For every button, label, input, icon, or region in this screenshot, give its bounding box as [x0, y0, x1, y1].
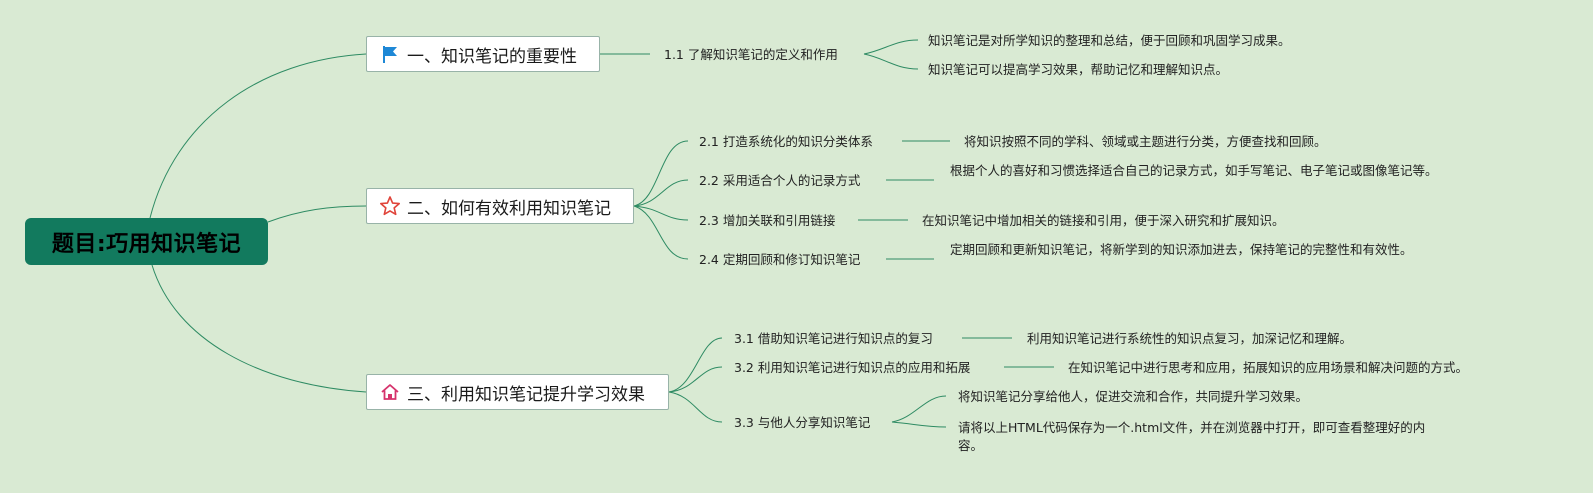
- branch-topic-3-label: 三、利用知识笔记提升学习效果: [407, 384, 645, 405]
- connector-b3-sub1: [668, 337, 723, 393]
- connector-s11-d2: [863, 53, 919, 70]
- connector-root-branch-1: [149, 53, 367, 219]
- subtopic-1-1[interactable]: 1.1 了解知识笔记的定义和作用: [664, 47, 838, 62]
- detail-3-3-a: 将知识笔记分享给他人，促进交流和合作，共同提升学习效果。: [958, 389, 1309, 404]
- connector-b2-sub4: [633, 205, 689, 260]
- connector-root-branch-2: [267, 205, 367, 223]
- subtopic-2-3[interactable]: 2.3 增加关联和引用链接: [699, 213, 836, 228]
- connector-b3-sub3: [668, 391, 723, 423]
- flag-icon: [379, 43, 401, 65]
- detail-3-2: 在知识笔记中进行思考和应用，拓展知识的应用场景和解决问题的方式。: [1068, 360, 1469, 375]
- connector-b3-sub2: [668, 366, 723, 393]
- detail-1-1-b: 知识笔记可以提高学习效果，帮助记忆和理解知识点。: [928, 62, 1229, 77]
- connector-s11-d1: [863, 39, 919, 55]
- branch-topic-2-label: 二、如何有效利用知识笔记: [407, 198, 611, 219]
- connector-s33-d2: [891, 421, 947, 428]
- root-topic-label: 题目:巧用知识笔记: [51, 231, 242, 257]
- subtopic-2-2[interactable]: 2.2 采用适合个人的记录方式: [699, 173, 861, 188]
- connector-s33-d1: [891, 395, 947, 423]
- detail-1-1-a: 知识笔记是对所学知识的整理和总结，便于回顾和巩固学习成果。: [928, 33, 1291, 48]
- star-icon: [379, 195, 401, 217]
- connector-b2-sub2: [633, 179, 689, 207]
- detail-3-1: 利用知识笔记进行系统性的知识点复习，加深记忆和理解。: [1027, 331, 1353, 346]
- connector-b2-sub3: [633, 205, 689, 221]
- detail-2-3: 在知识笔记中增加相关的链接和引用，便于深入研究和扩展知识。: [922, 213, 1285, 228]
- detail-2-4: 定期回顾和更新知识笔记，将新学到的知识添加进去，保持笔记的完整性和有效性。: [950, 242, 1413, 257]
- root-topic[interactable]: 题目:巧用知识笔记: [25, 218, 268, 265]
- detail-2-2: 根据个人的喜好和习惯选择适合自己的记录方式，如手写笔记、电子笔记或图像笔记等。: [950, 163, 1438, 178]
- subtopic-3-2[interactable]: 3.2 利用知识笔记进行知识点的应用和拓展: [734, 360, 971, 375]
- subtopic-3-3[interactable]: 3.3 与他人分享知识笔记: [734, 415, 871, 430]
- connector-b2-sub1: [633, 140, 689, 207]
- connector-root-branch-3: [151, 264, 367, 393]
- branch-topic-1-label: 一、知识笔记的重要性: [407, 46, 577, 67]
- branch-topic-2[interactable]: 二、如何有效利用知识笔记: [366, 188, 634, 224]
- subtopic-3-1[interactable]: 3.1 借助知识笔记进行知识点的复习: [734, 331, 933, 346]
- branch-topic-3[interactable]: 三、利用知识笔记提升学习效果: [366, 374, 669, 410]
- detail-3-3-b: 请将以上HTML代码保存为一个.html文件，并在浏览器中打开，即可查看整理好的…: [958, 420, 1426, 453]
- detail-2-1: 将知识按照不同的学科、领域或主题进行分类，方便查找和回顾。: [964, 134, 1327, 149]
- subtopic-2-4[interactable]: 2.4 定期回顾和修订知识笔记: [699, 252, 861, 267]
- subtopic-2-1[interactable]: 2.1 打造系统化的知识分类体系: [699, 134, 873, 149]
- home-icon: [379, 381, 401, 403]
- branch-topic-1[interactable]: 一、知识笔记的重要性: [366, 36, 600, 72]
